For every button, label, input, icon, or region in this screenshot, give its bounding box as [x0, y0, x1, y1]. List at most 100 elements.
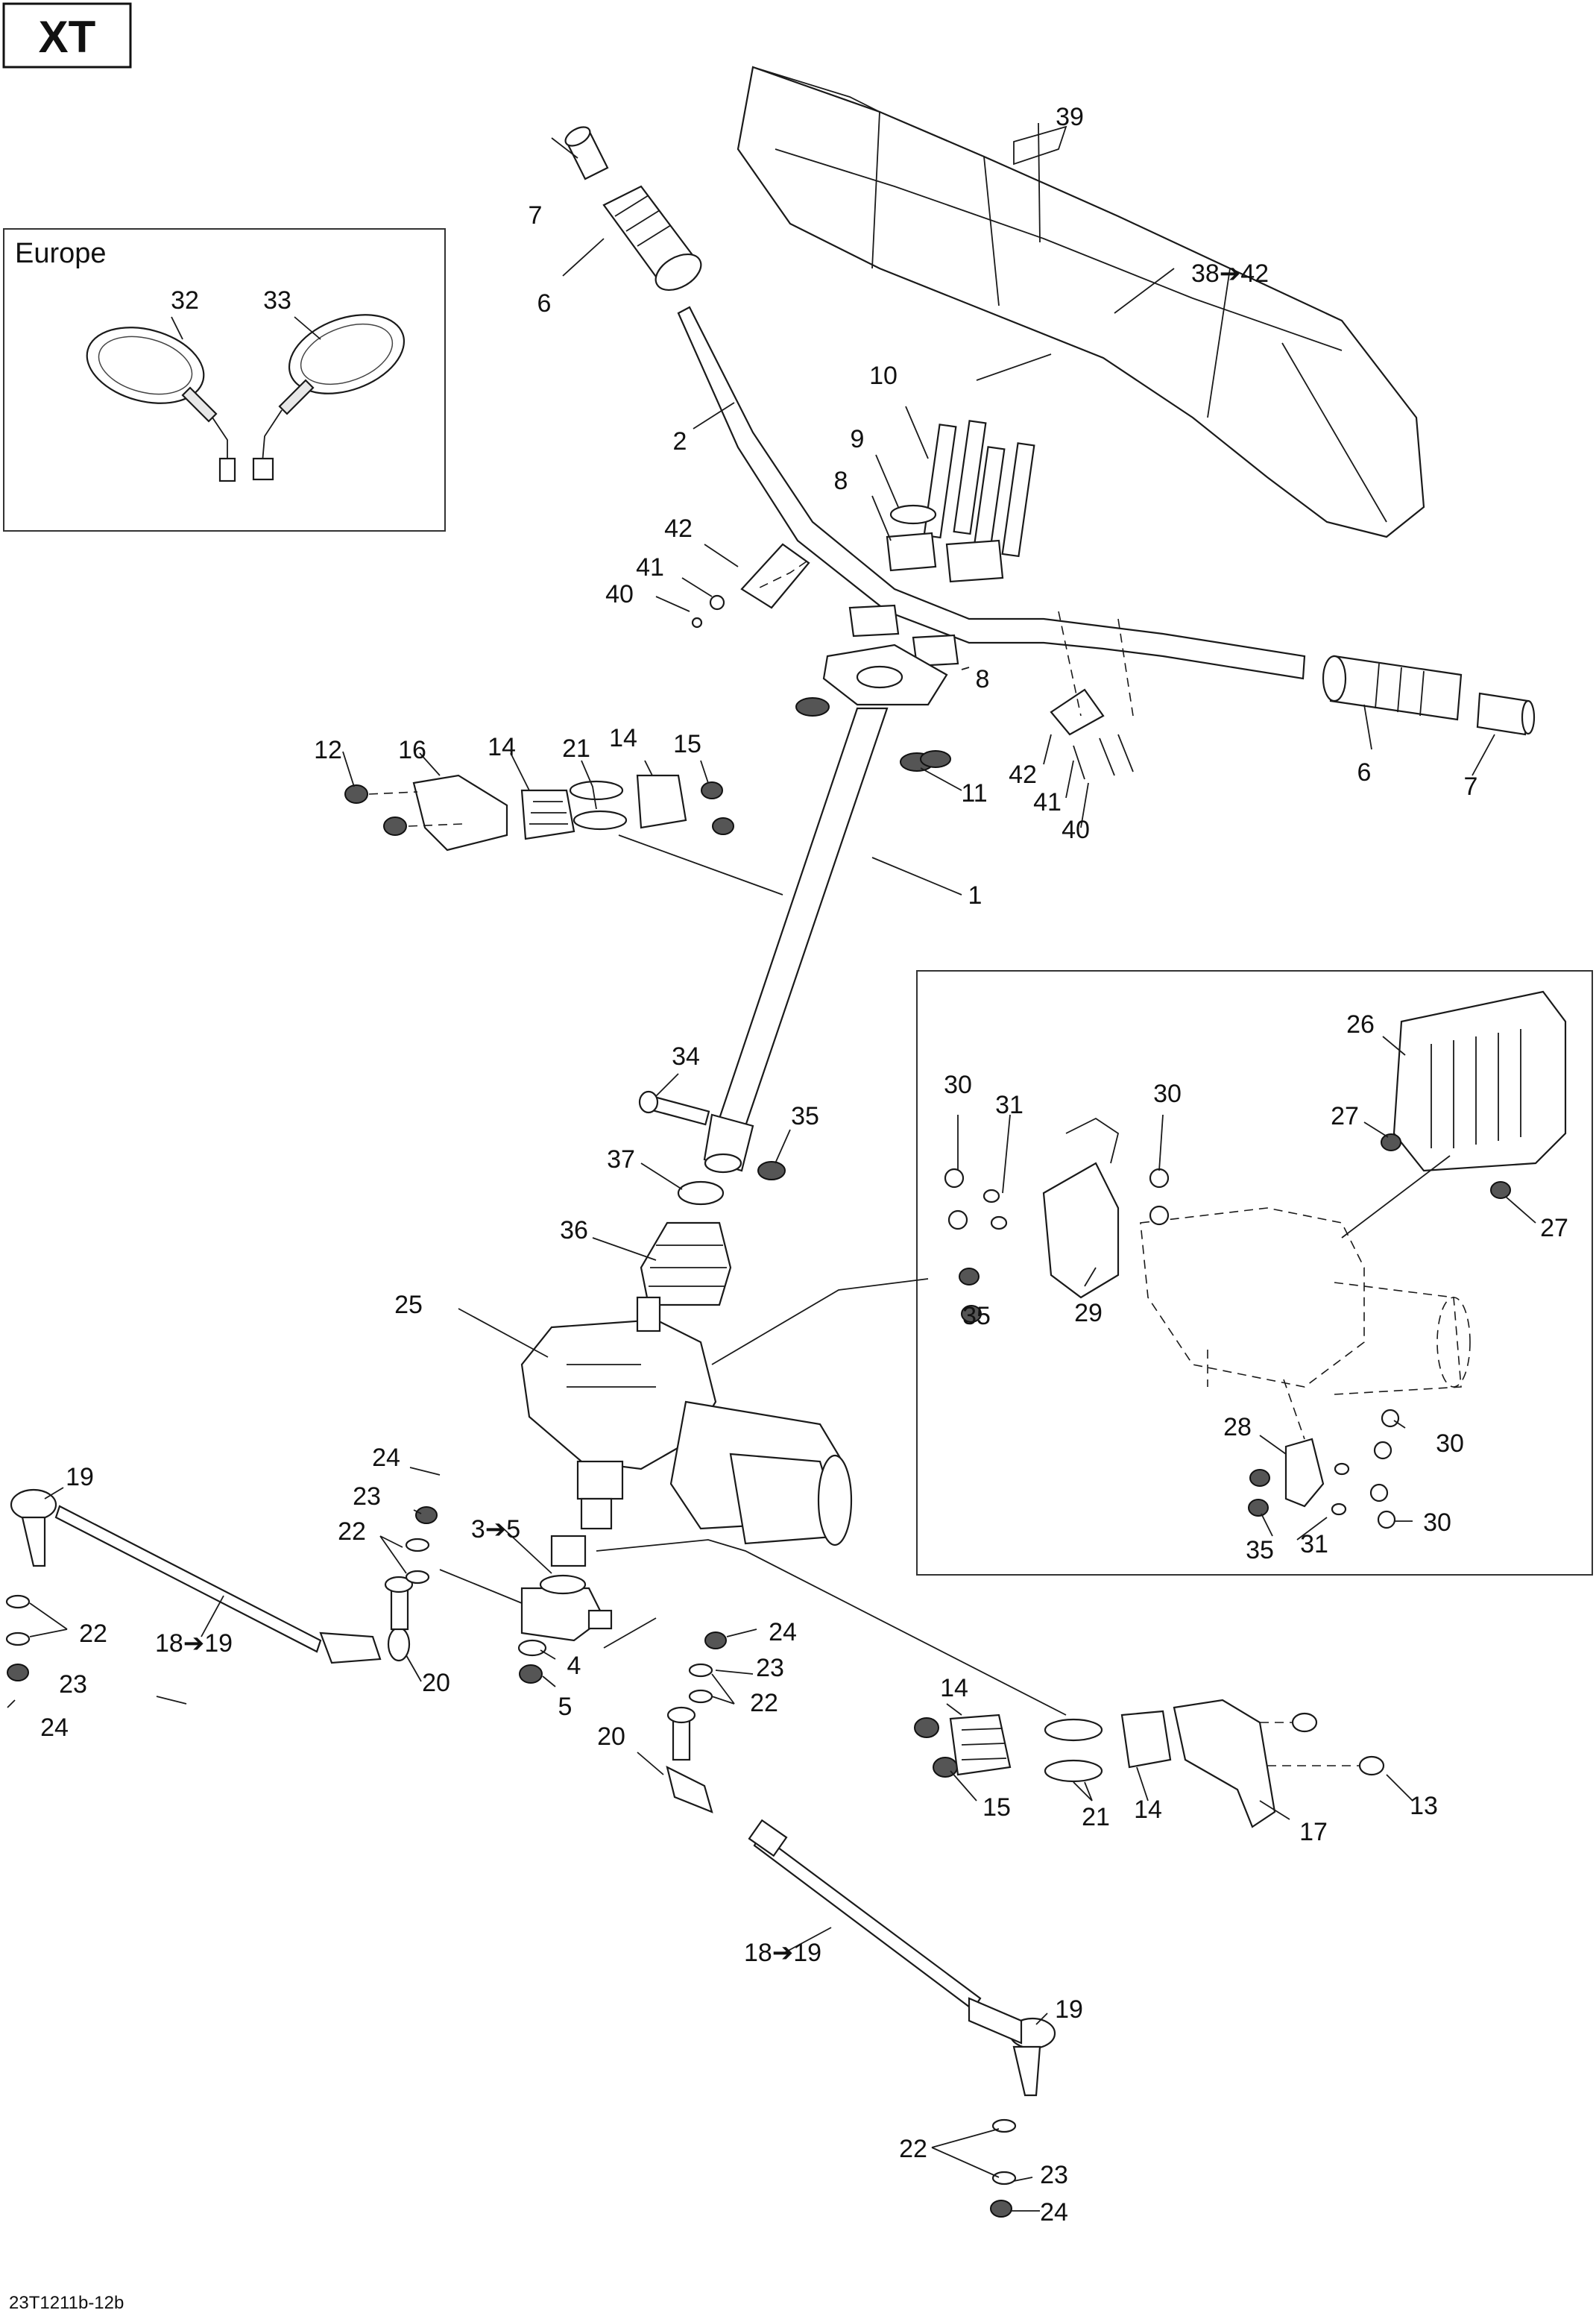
callout-29: 29 — [1074, 1299, 1103, 1327]
callout-22-d: 22 — [899, 2135, 927, 2163]
callout-20-right: 20 — [597, 1722, 625, 1751]
callout-35-b: 35 — [962, 1302, 991, 1330]
left-tie-rod-hardware — [5, 1506, 438, 1681]
callout-11: 11 — [961, 779, 987, 808]
europe-label: Europe — [15, 238, 107, 269]
upper-cover-group — [344, 774, 734, 852]
callout-19-left: 19 — [66, 1463, 94, 1491]
callout-27-b: 27 — [1540, 1214, 1568, 1242]
callout-14-b: 14 — [609, 724, 637, 752]
callout-23-b: 23 — [59, 1670, 87, 1699]
callout-5: 5 — [558, 1693, 573, 1721]
callout-32: 32 — [171, 286, 199, 315]
callout-13: 13 — [1410, 1792, 1438, 1820]
eps-bracket — [1042, 1117, 1120, 1299]
callout-14-d: 14 — [1134, 1796, 1162, 1824]
callout-3-5: 3➔5 — [471, 1515, 520, 1544]
tie-rod-end-left-stud — [384, 1576, 414, 1631]
callout-10: 10 — [869, 362, 898, 390]
callout-40-right: 40 — [1062, 816, 1090, 844]
callout-40-left: 40 — [605, 580, 634, 608]
callout-23-d: 23 — [1040, 2161, 1068, 2189]
callout-19-right: 19 — [1055, 1995, 1083, 2024]
callout-24-d: 24 — [1040, 2198, 1068, 2227]
bar-end-right — [1476, 692, 1536, 736]
drawing-code: 23T1211b-12b — [9, 2293, 124, 2313]
callout-1: 1 — [968, 881, 982, 910]
callout-30-d: 30 — [1423, 1508, 1451, 1537]
handlebar-pad — [737, 66, 1425, 538]
callout-41-left: 41 — [636, 553, 664, 582]
callout-26: 26 — [1346, 1010, 1375, 1039]
callout-37: 37 — [607, 1145, 635, 1174]
callout-14-a: 14 — [488, 733, 516, 761]
callout-30-b: 30 — [1153, 1080, 1182, 1108]
callout-21-a: 21 — [562, 734, 590, 763]
callout-33: 33 — [263, 286, 291, 315]
callout-39: 39 — [1056, 103, 1084, 131]
europe-inset: Europe — [3, 228, 446, 532]
callout-31-b: 31 — [1300, 1530, 1328, 1558]
eps-lower-bracket — [1248, 1409, 1400, 1529]
grip-left — [602, 185, 702, 292]
callout-24-a: 24 — [372, 1444, 400, 1472]
callout-31-a: 31 — [995, 1091, 1023, 1119]
callout-36: 36 — [560, 1216, 588, 1244]
callout-18-19-left: 18➔19 — [155, 1629, 233, 1658]
tie-rod-end-right-stud — [666, 1706, 696, 1761]
callout-23-c: 23 — [756, 1654, 784, 1682]
callout-23-a: 23 — [353, 1482, 381, 1511]
callout-6-right: 6 — [1357, 758, 1372, 787]
callout-8-lower: 8 — [976, 665, 990, 693]
callout-24-c: 24 — [769, 1618, 797, 1646]
callout-41-right: 41 — [1033, 788, 1062, 816]
callout-2: 2 — [673, 427, 687, 456]
steering-gear-unit — [520, 1296, 853, 1546]
steering-column — [703, 707, 889, 1174]
pitman-washer-nut — [517, 1639, 547, 1684]
switch-bracket-left — [691, 543, 810, 629]
clamp-bolts — [923, 420, 1035, 561]
callout-6-left: 6 — [537, 289, 552, 318]
lower-clamps — [822, 604, 959, 706]
callout-18-19-right: 18➔19 — [744, 1939, 821, 1967]
clamp-nuts — [795, 697, 951, 772]
callout-labels: 39 38➔42 7 6 32 33 2 10 9 8 8 42 41 40 1… — [40, 103, 1568, 2227]
callout-20-left: 20 — [422, 1669, 450, 1697]
upper-clamps — [886, 532, 1004, 583]
model-badge: XT — [2, 2, 132, 69]
eps-cover — [1392, 990, 1567, 1172]
boot-clamp — [677, 1180, 725, 1206]
callout-8-upper: 8 — [834, 467, 848, 495]
callout-34: 34 — [672, 1042, 700, 1071]
leader-lines — [7, 122, 1536, 2212]
callout-42-right: 42 — [1009, 761, 1037, 789]
tie-rod-left — [10, 1488, 411, 1664]
bar-end-left — [564, 126, 609, 180]
callout-22-c: 22 — [750, 1689, 778, 1717]
eps-inset — [916, 970, 1593, 1576]
callout-28: 28 — [1223, 1413, 1252, 1441]
switch-cover-right — [1050, 688, 1134, 780]
callout-12: 12 — [314, 736, 342, 764]
callout-25: 25 — [394, 1291, 423, 1319]
callout-30-a: 30 — [944, 1071, 972, 1099]
callout-21-b: 21 — [1082, 1803, 1110, 1831]
callout-42-left: 42 — [664, 515, 693, 543]
clamp-washer — [889, 504, 937, 525]
callout-15-a: 15 — [673, 730, 701, 758]
callout-7-right: 7 — [1464, 772, 1478, 801]
callout-27-a: 27 — [1331, 1102, 1359, 1130]
column-nut — [757, 1161, 786, 1180]
callout-35-c: 35 — [1246, 1536, 1274, 1564]
callout-22-a: 22 — [338, 1517, 366, 1546]
right-mirror — [252, 314, 406, 481]
callout-14-c: 14 — [940, 1674, 968, 1702]
model-badge-text: XT — [39, 12, 96, 62]
callout-9: 9 — [851, 425, 865, 453]
assembly-lines — [756, 561, 1305, 1440]
callout-22-b: 22 — [79, 1620, 107, 1648]
callout-7-left: 7 — [529, 201, 543, 230]
column-bolt — [638, 1090, 710, 1126]
